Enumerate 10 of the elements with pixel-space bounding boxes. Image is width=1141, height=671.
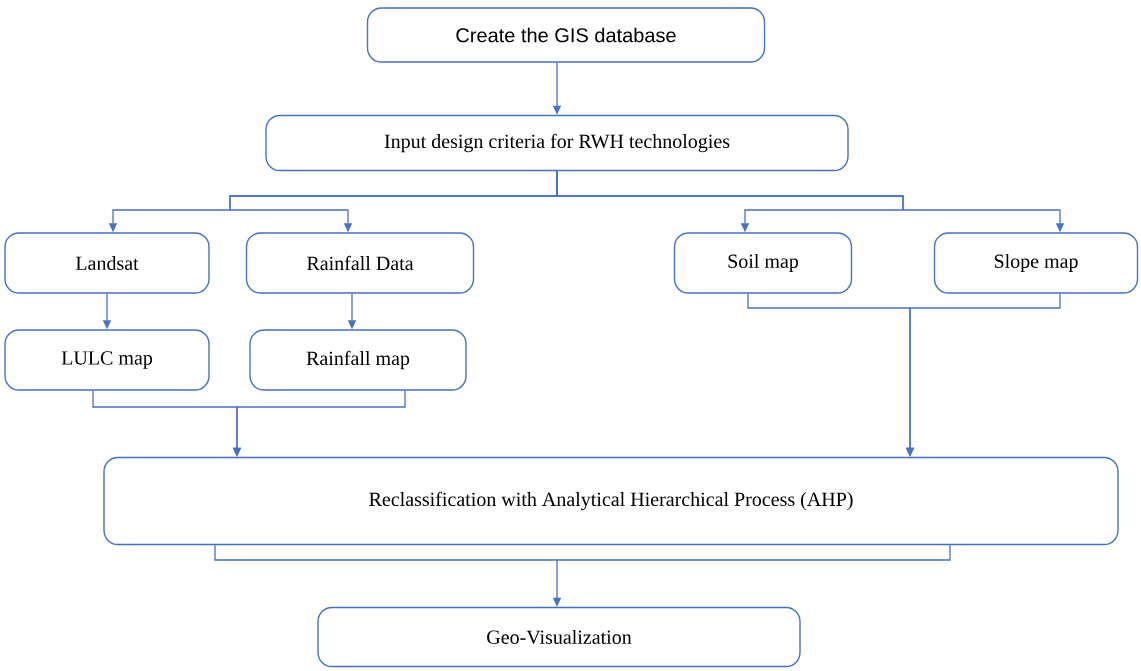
process-box: Geo-Visualization <box>317 606 801 668</box>
process-box: Landsat <box>4 232 210 294</box>
process-box: Soil map <box>673 232 853 294</box>
process-box: LULC map <box>4 329 210 391</box>
process-box: Slope map <box>933 232 1139 294</box>
process-box: Rainfall Data <box>245 232 475 294</box>
process-box: Create the GIS database <box>366 7 766 63</box>
process-box: Reclassification with Analytical Hierarchical Process (AHP) <box>103 456 1119 546</box>
process-box: Input design criteria for RWH technologies <box>265 114 849 172</box>
process-box: Rainfall map <box>249 329 467 391</box>
